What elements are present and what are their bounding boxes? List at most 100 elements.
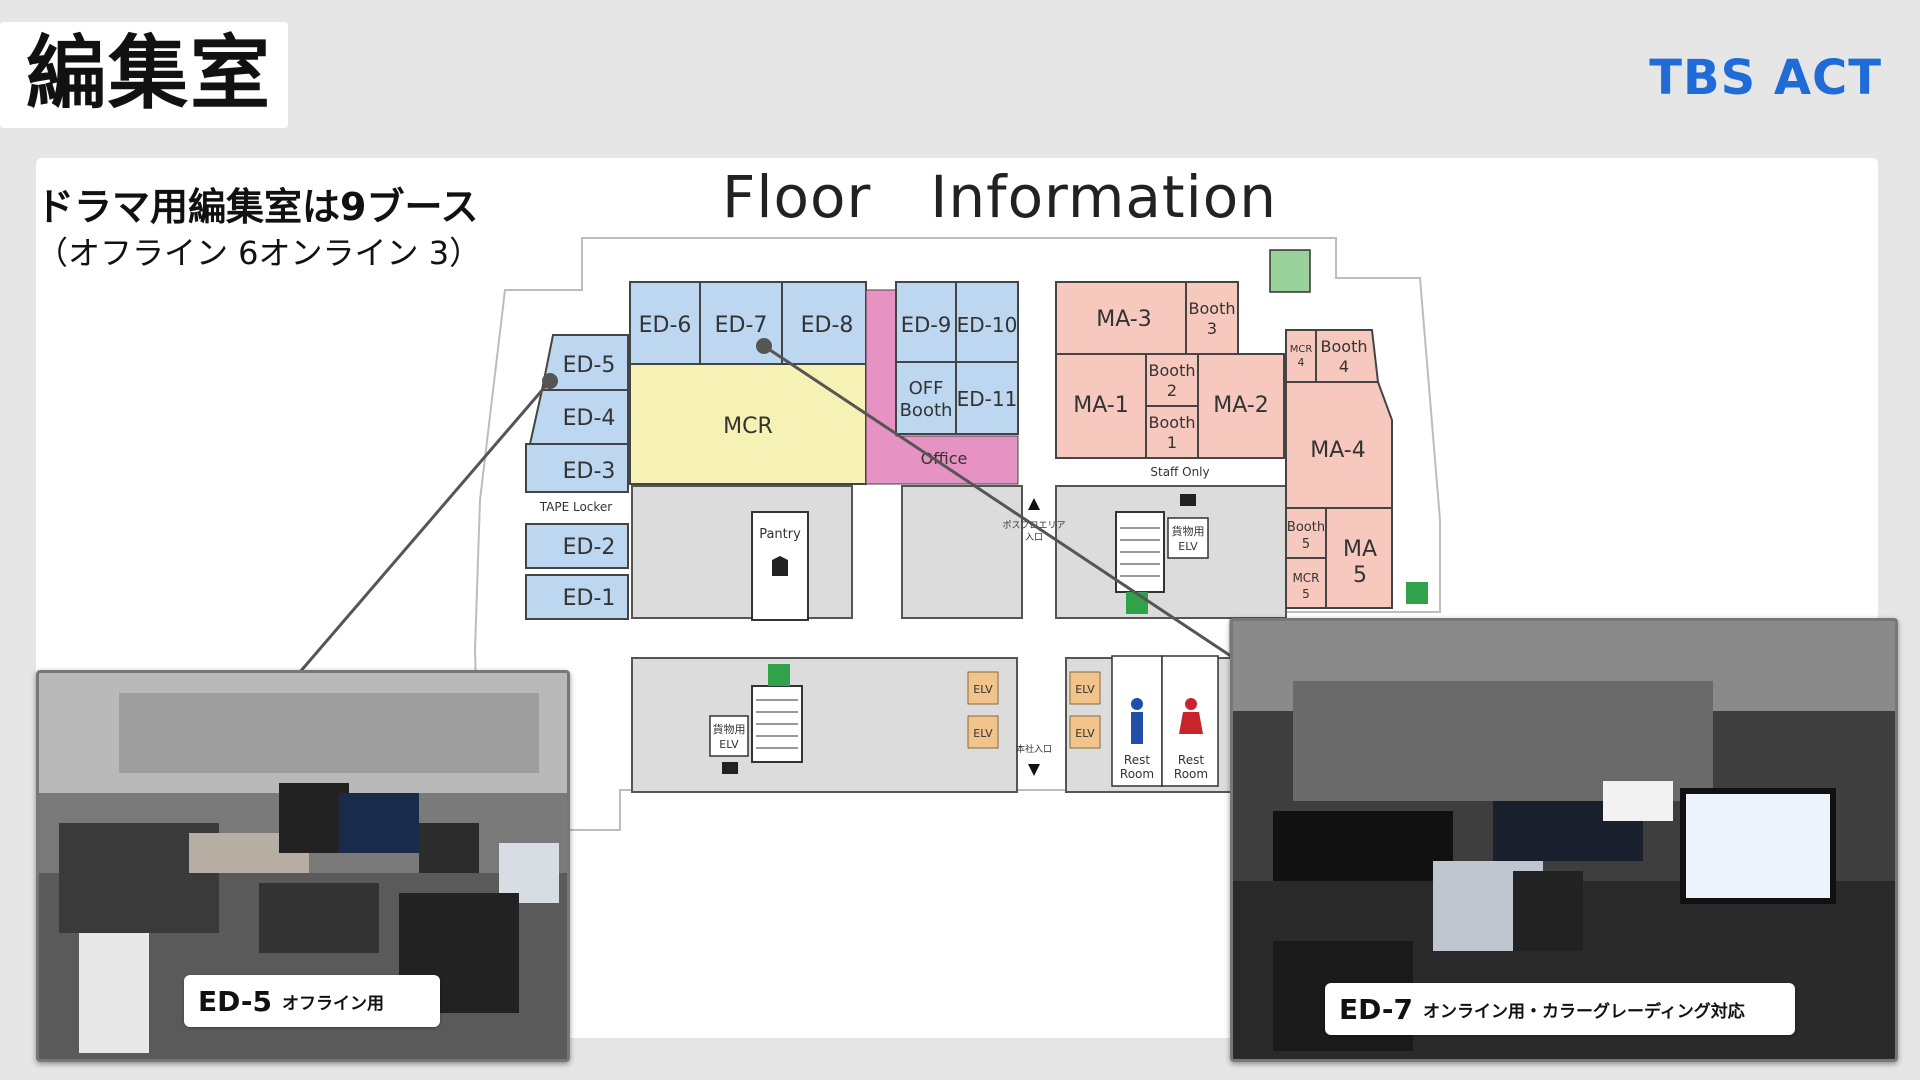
ed-5-room-photo [39, 673, 567, 1059]
man-icon [1131, 698, 1143, 710]
booth-breakdown: （オフライン 6オンライン 3） [36, 234, 482, 272]
svg-text:MA-2: MA-2 [1213, 393, 1268, 418]
svg-text:MCR: MCR [1292, 571, 1319, 585]
rest-room-men: Rest Room [1111, 655, 1163, 787]
caption-ed-7: ED-7 オンライン用・カラーグレーディング対応 [1325, 983, 1795, 1035]
room-ed-3[interactable]: ED-3 [525, 443, 629, 493]
page-title: 編集室 [26, 27, 272, 120]
svg-text:貨物用: 貨物用 [1172, 524, 1205, 538]
freight-elevator-east: 貨物用 ELV [1167, 517, 1209, 559]
room-mcr[interactable]: MCR [629, 363, 867, 485]
svg-text:4: 4 [1298, 356, 1305, 369]
svg-text:Rest: Rest [1124, 753, 1150, 767]
room-ma-3[interactable]: MA-3 [1055, 281, 1187, 355]
room-booth-4[interactable]: Booth 4 [1315, 329, 1380, 383]
room-mcr-5[interactable]: MCR 5 [1285, 557, 1327, 609]
photo-ed-5: ED-5 オフライン用 [36, 670, 570, 1062]
room-ed-10[interactable]: ED-10 [955, 281, 1019, 363]
svg-text:Booth: Booth [1321, 337, 1368, 356]
svg-text:Room: Room [1120, 767, 1154, 781]
svg-text:5: 5 [1302, 537, 1310, 552]
svg-text:Booth: Booth [1189, 299, 1236, 318]
room-ed-2[interactable]: ED-2 [525, 523, 629, 569]
svg-text:Pantry: Pantry [759, 527, 801, 542]
freight-elevator-west: 貨物用 ELV [709, 715, 749, 757]
svg-text:ELV: ELV [1075, 683, 1095, 696]
room-off-booth[interactable]: OFF Booth [895, 361, 957, 435]
svg-text:ED-4: ED-4 [563, 406, 616, 431]
room-office[interactable]: Office [865, 289, 1019, 485]
room-ma-4[interactable]: MA-4 [1285, 381, 1393, 509]
connector-dot-ed-5 [542, 373, 558, 389]
caption-ed-5: ED-5 オフライン用 [184, 975, 440, 1027]
svg-text:ELV: ELV [1178, 540, 1198, 553]
exit-sign-icon [1406, 582, 1428, 604]
brand-logo: TBS ACT [1649, 50, 1882, 106]
room-booth-2[interactable]: Booth 2 [1145, 353, 1199, 407]
staff-only-label: Staff Only [1150, 465, 1209, 479]
elevator-3: ELV [1069, 671, 1101, 705]
connector-ed-5 [298, 380, 552, 673]
tape-locker-label: TAPE Locker [539, 500, 613, 514]
svg-text:貨物用: 貨物用 [713, 722, 746, 736]
room-ed-6[interactable]: ED-6 [629, 281, 701, 365]
elevator-4: ELV [1069, 715, 1101, 749]
room-ma-2[interactable]: MA-2 [1197, 353, 1285, 459]
room-ed-1[interactable]: ED-1 [525, 574, 629, 620]
cart-icon [722, 762, 738, 774]
room-ed-9[interactable]: ED-9 [895, 281, 957, 363]
room-mcr-4[interactable]: MCR 4 [1285, 329, 1317, 383]
svg-text:ELV: ELV [719, 738, 739, 751]
elevator-2: ELV [967, 715, 999, 749]
caption-desc: オフライン用 [282, 993, 384, 1014]
svg-text:Rest: Rest [1178, 753, 1204, 767]
svg-text:OFF: OFF [909, 378, 944, 399]
svg-text:MCR: MCR [1290, 344, 1313, 355]
caption-room: ED-7 [1339, 992, 1413, 1026]
svg-text:ED-6: ED-6 [639, 313, 692, 338]
room-ed-4[interactable]: ED-4 [528, 389, 629, 445]
room-ed-11[interactable]: ED-11 [955, 361, 1019, 435]
svg-text:ED-9: ED-9 [901, 313, 951, 337]
svg-text:ED-11: ED-11 [957, 387, 1018, 411]
room-booth-1[interactable]: Booth 1 [1145, 405, 1199, 459]
post-area-entrance-label: 入口 [1025, 532, 1043, 543]
svg-text:ELV: ELV [973, 727, 993, 740]
svg-text:ED-3: ED-3 [563, 459, 616, 484]
caption-desc: オンライン用・カラーグレーディング対応 [1423, 1001, 1745, 1022]
connector-dot-ed-7 [756, 338, 772, 354]
room-ed-7[interactable]: ED-7 [699, 281, 783, 365]
svg-text:Booth: Booth [1149, 361, 1196, 380]
cart-icon [1180, 494, 1196, 506]
svg-text:Booth: Booth [900, 400, 953, 421]
floor-information-title: Floor Information [722, 163, 1278, 231]
svg-text:Room: Room [1174, 767, 1208, 781]
svg-text:4: 4 [1339, 357, 1349, 376]
caption-room: ED-5 [198, 984, 272, 1018]
title-box: 編集室 [0, 22, 288, 128]
room-booth-5[interactable]: Booth 5 [1285, 507, 1327, 559]
room-ma-5[interactable]: MA 5 [1325, 507, 1393, 609]
connector-ed-7 [763, 344, 1283, 692]
corridor-west [631, 485, 853, 619]
svg-text:ED-10: ED-10 [957, 313, 1018, 337]
svg-text:MCR: MCR [723, 414, 773, 439]
room-ma-1[interactable]: MA-1 [1055, 353, 1147, 459]
kettle-icon [772, 556, 788, 576]
room-booth-3[interactable]: Booth 3 [1185, 281, 1239, 355]
svg-text:ELV: ELV [973, 683, 993, 696]
svg-text:ED-5: ED-5 [563, 353, 616, 378]
svg-text:ED-2: ED-2 [563, 535, 616, 560]
svg-text:5: 5 [1353, 563, 1367, 588]
svg-text:Booth: Booth [1287, 520, 1325, 535]
photo-ed-7: ED-7 オンライン用・カラーグレーディング対応 [1230, 618, 1898, 1062]
svg-text:MA-1: MA-1 [1073, 393, 1128, 418]
stairs-lower [751, 685, 803, 763]
room-ed-8[interactable]: ED-8 [781, 281, 867, 365]
svg-text:MA: MA [1343, 537, 1377, 562]
booth-count-heading: ドラマ用編集室は9ブース [36, 185, 479, 229]
smoking-area-icon [1269, 249, 1311, 293]
svg-text:1: 1 [1167, 433, 1177, 452]
exit-sign-icon [768, 664, 790, 686]
